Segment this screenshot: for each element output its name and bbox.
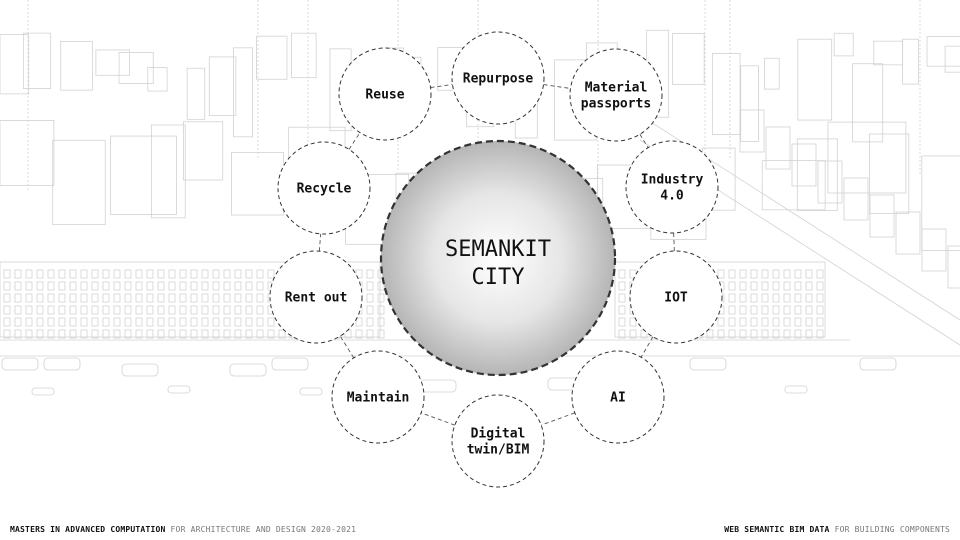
node-circle (269, 250, 363, 344)
node-circle (338, 47, 432, 141)
node-connector (318, 233, 322, 252)
center-title-line1: SEMANKIT (445, 237, 551, 262)
node-label: 4.0 (660, 189, 684, 204)
outer-nodes: ReuseRepurposeMaterialpassportsIndustry4… (269, 31, 723, 488)
footer-left-bold: MASTERS IN ADVANCED COMPUTATION (10, 525, 166, 534)
node-maintain: Maintain (331, 350, 425, 444)
node-label: AI (610, 391, 626, 406)
node-connectors (318, 84, 675, 426)
node-circle (569, 48, 663, 142)
node-circle (625, 140, 719, 234)
node-connector (541, 412, 575, 426)
node-iot: IOT (629, 250, 723, 344)
node-circle (277, 141, 371, 235)
footer-left-rest: FOR ARCHITECTURE AND DESIGN 2020-2021 (165, 525, 357, 534)
node-label: Digital (471, 427, 526, 442)
center-node: SEMANKIT CITY (379, 139, 617, 377)
node-connector (673, 232, 675, 252)
node-label: passports (581, 97, 651, 112)
node-label: twin/BIM (467, 443, 530, 458)
node-label: Recycle (297, 182, 352, 197)
node-label: Material (585, 81, 648, 96)
node-label: IOT (664, 291, 688, 306)
node-label: Reuse (365, 88, 404, 103)
node-connector (339, 335, 355, 359)
node-circle (451, 31, 545, 125)
node-connector (430, 84, 453, 88)
node-recycle: Recycle (277, 141, 371, 235)
footer-right-bold: WEB SEMANTIC BIM DATA (724, 525, 830, 534)
node-label: Repurpose (463, 72, 534, 87)
node-ai: AI (571, 350, 665, 444)
node-connector (639, 134, 649, 148)
node-reuse: Reuse (338, 47, 432, 141)
center-title-line2: CITY (472, 265, 525, 290)
node-label: Industry (641, 173, 704, 188)
node-connector (348, 132, 361, 150)
node-repurpose: Repurpose (451, 31, 545, 125)
node-circle (629, 250, 723, 344)
node-label: Rent out (285, 291, 348, 306)
node-circle (331, 350, 425, 444)
footer-right-rest: FOR BUILDING COMPONENTS (829, 525, 950, 534)
node-circle (451, 394, 545, 488)
node-circle (571, 350, 665, 444)
node-connector (543, 84, 571, 89)
footer-left: MASTERS IN ADVANCED COMPUTATION FOR ARCH… (10, 525, 356, 534)
node-connector (640, 336, 654, 358)
node-label: Maintain (347, 391, 410, 406)
footer-right: WEB SEMANTIC BIM DATA FOR BUILDING COMPO… (724, 525, 950, 534)
node-rent-out: Rent out (269, 250, 363, 344)
node-connector (421, 412, 455, 426)
